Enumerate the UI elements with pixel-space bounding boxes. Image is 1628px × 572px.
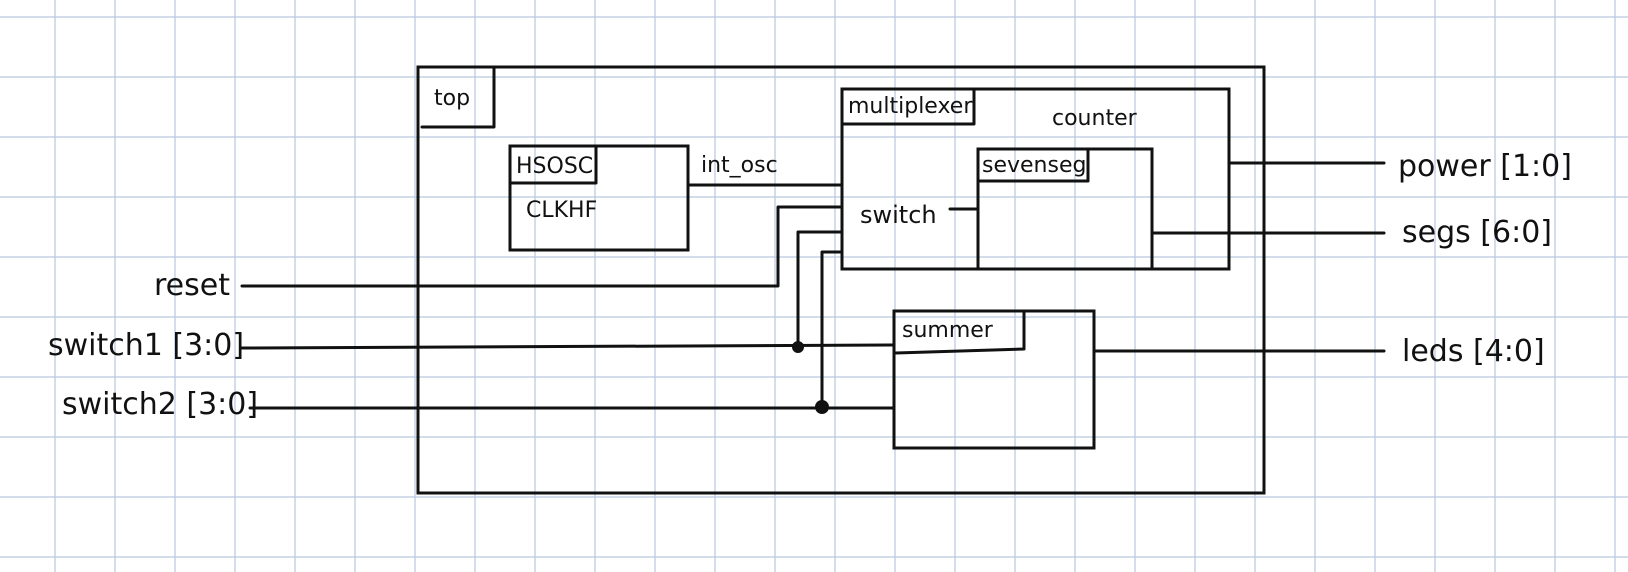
counter-label: counter — [1052, 106, 1138, 131]
multiplexer-label: multiplexer — [848, 94, 973, 119]
switch1-junction — [792, 341, 804, 353]
leds-output-label: leds [4:0] — [1402, 334, 1545, 369]
sevenseg-tab — [976, 147, 1090, 183]
switch1-input-label: switch1 [3:0] — [48, 328, 244, 363]
summer-label: summer — [902, 318, 994, 343]
switch1-wire — [240, 343, 896, 350]
sevenseg-label: sevenseg — [982, 153, 1086, 178]
power-output-label: power [1:0] — [1398, 149, 1572, 184]
segs-output-label: segs [6:0] — [1402, 215, 1552, 250]
switch1-to-mux-wire — [796, 230, 844, 348]
int-osc-label: int_osc — [701, 153, 778, 178]
switch2-junction — [815, 400, 829, 414]
top-module-tab — [420, 65, 496, 129]
hsosc-label: HSOSC — [516, 154, 593, 179]
clkhf-label: CLKHF — [526, 198, 597, 223]
switch-label: switch — [860, 201, 937, 229]
sevenseg-block — [976, 147, 1154, 271]
summer-tab — [894, 309, 1026, 355]
summer-block — [892, 309, 1096, 450]
multiplexer-tab — [840, 87, 976, 126]
switch2-input-label: switch2 [3:0] — [62, 387, 258, 422]
switch2-to-mux-wire — [820, 250, 844, 409]
reset-input-label: reset — [154, 268, 230, 303]
hsosc-block — [508, 144, 690, 252]
top-module-label: top — [434, 86, 470, 111]
reset-wire — [240, 205, 844, 288]
hsosc-tab — [508, 144, 598, 185]
top-module-box — [416, 65, 1266, 495]
